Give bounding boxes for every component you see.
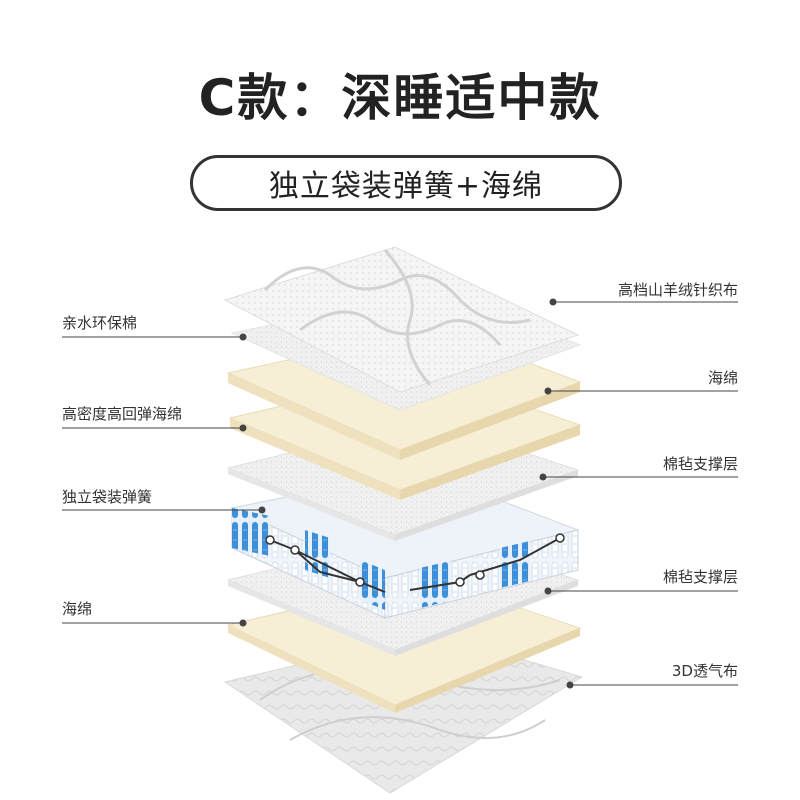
label-bottom-foam: 海绵 xyxy=(62,600,93,618)
label-upper-felt: 棉毡支撑层 xyxy=(662,455,738,473)
label-top-foam: 海绵 xyxy=(707,369,738,387)
label-cashmere-knit: 高档山羊绒针织布 xyxy=(617,281,738,299)
leader-lines xyxy=(62,298,738,689)
label-pocket-springs: 独立袋装弹簧 xyxy=(62,488,153,506)
subtitle-badge: 独立袋装弹簧+海绵 xyxy=(190,155,622,211)
label-bottom-felt: 棉毡支撑层 xyxy=(662,568,738,586)
layer-cashmere-knit xyxy=(223,246,580,393)
label-3d-air-fabric: 3D透气布 xyxy=(671,662,738,680)
label-high-density-foam: 高密度高回弹海绵 xyxy=(62,405,183,423)
page-title: C款：深睡适中款 xyxy=(198,69,602,127)
subtitle-text: 独立袋装弹簧+海绵 xyxy=(268,169,544,204)
label-hydrophilic-cotton: 亲水环保棉 xyxy=(62,314,138,332)
